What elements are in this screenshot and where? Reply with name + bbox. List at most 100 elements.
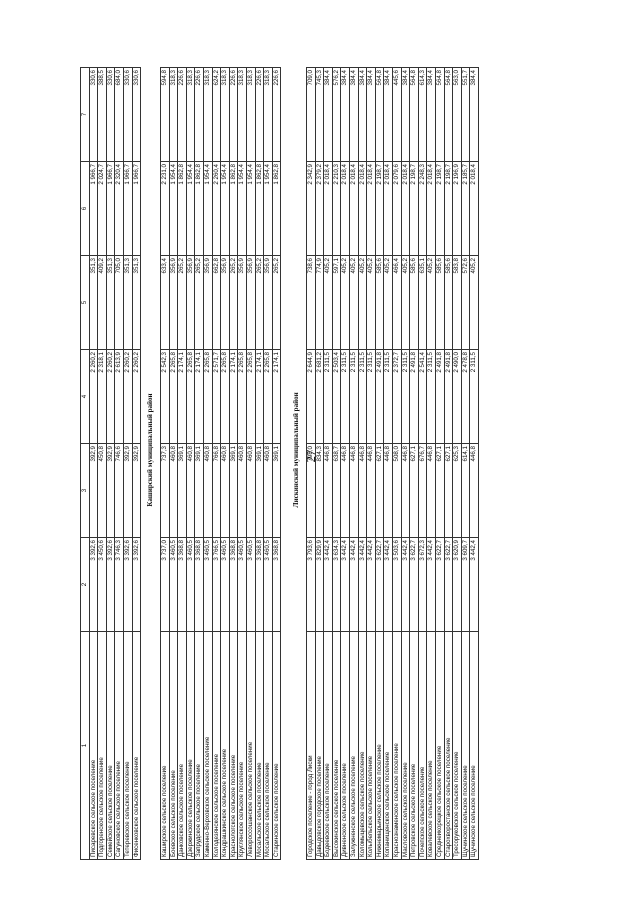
value-cell: 369,1 <box>255 443 264 538</box>
value-cell: 2 260,2 <box>106 349 115 444</box>
settlement-name-cell: Дивненское сельское поселение <box>340 631 350 860</box>
value-cell: 3 442,4 <box>340 537 350 632</box>
settlement-name-cell: Колыбельское сельское поселение <box>366 631 376 860</box>
value-cell: 2 024,7 <box>97 161 107 256</box>
value-cell: 3 368,8 <box>255 537 264 632</box>
value-cell: 460,8 <box>237 443 247 538</box>
value-cell: 3 368,8 <box>177 537 187 632</box>
value-cell: 3 620,9 <box>452 537 462 632</box>
value-cell: 2 311,5 <box>401 349 410 444</box>
value-cell: 2 231,0 <box>160 161 170 256</box>
value-cell: 3 368,8 <box>194 537 204 632</box>
settlement-name-cell: Залужненское сельское поселение <box>349 631 359 860</box>
value-cell: 446,8 <box>349 443 359 538</box>
value-cell: 3 460,5 <box>246 537 256 632</box>
value-cell: 2 644,9 <box>306 349 316 444</box>
value-cell: 318,3 <box>220 67 230 162</box>
value-cell: 1 862,8 <box>177 161 187 256</box>
value-cell: 384,4 <box>426 67 436 162</box>
settlement-name-cell: Почепское сельское поселение <box>418 631 427 860</box>
value-cell: 614,3 <box>418 67 427 162</box>
value-cell: 3 450,6 <box>97 537 107 632</box>
value-cell: 392,9 <box>132 443 141 538</box>
value-cell: 738,6 <box>306 255 316 350</box>
value-cell: 746,6 <box>114 443 124 538</box>
header-cell: 1 <box>80 631 90 860</box>
settlement-name-cell: Боевское сельское поселение <box>169 631 178 860</box>
value-cell: 392,9 <box>89 443 98 538</box>
value-cell: 2 311,5 <box>323 349 333 444</box>
value-cell: 3 368,8 <box>229 537 238 632</box>
value-cell: 2 311,5 <box>366 349 376 444</box>
value-cell: 3 442,4 <box>323 537 333 632</box>
value-cell: 2 248,3 <box>418 161 427 256</box>
value-cell: 369,1 <box>229 443 238 538</box>
value-cell: 633,4 <box>160 255 170 350</box>
value-cell: 627,1 <box>409 443 419 538</box>
value-cell: 2 379,2 <box>315 161 324 256</box>
value-cell: 1 954,4 <box>186 161 195 256</box>
value-cell: 2 018,4 <box>366 161 376 256</box>
value-cell: 2 018,4 <box>340 161 350 256</box>
value-cell: 2 311,5 <box>358 349 367 444</box>
header-cell: 7 <box>80 67 90 162</box>
value-cell: 2 018,4 <box>323 161 333 256</box>
value-cell: 1 954,4 <box>263 161 273 256</box>
value-cell: 2 478,8 <box>461 349 470 444</box>
value-cell: 2 174,1 <box>229 349 238 444</box>
value-cell: 330,6 <box>106 67 115 162</box>
value-cell: 2 018,4 <box>469 161 479 256</box>
settlement-name-cell: Копанищенское сельское поселение <box>383 631 393 860</box>
value-cell: 737,3 <box>160 443 170 538</box>
settlement-name-cell: Круглянское сельское поселение <box>237 631 247 860</box>
value-cell: 2 210,3 <box>332 161 341 256</box>
value-cell: 265,2 <box>229 255 238 350</box>
value-cell: 405,2 <box>401 255 410 350</box>
settlement-name-cell: Петровское сельское поселение <box>409 631 419 860</box>
value-cell: 627,1 <box>444 443 453 538</box>
value-cell: 384,4 <box>323 67 333 162</box>
value-cell: 226,6 <box>177 67 187 162</box>
value-cell: 405,2 <box>426 255 436 350</box>
value-cell: 2 311,5 <box>469 349 479 444</box>
value-cell: 2 571,7 <box>212 349 221 444</box>
value-cell: 384,4 <box>383 67 393 162</box>
value-cell: 2 174,1 <box>272 349 281 444</box>
value-cell: 624,2 <box>212 67 221 162</box>
value-cell: 356,9 <box>263 255 273 350</box>
settlement-name-cell: Семейское сельское поселение <box>106 631 115 860</box>
value-cell: 460,8 <box>169 443 178 538</box>
value-cell: 594,8 <box>160 67 170 162</box>
value-cell: 2 311,5 <box>340 349 350 444</box>
settlement-name-cell: Щучинское сельское поселение <box>461 631 470 860</box>
value-cell: 2 311,5 <box>349 349 359 444</box>
value-cell: 2 318,1 <box>97 349 107 444</box>
value-cell: 635,1 <box>418 255 427 350</box>
section-title-kashira: Каширский муниципальный район <box>146 393 154 507</box>
value-cell: 405,2 <box>358 255 367 350</box>
settlement-name-cell: Колодезянское сельское поселение <box>212 631 221 860</box>
value-cell: 585,6 <box>409 255 419 350</box>
value-cell: 1 862,8 <box>272 161 281 256</box>
value-cell: 614,1 <box>461 443 470 538</box>
settlement-name-cell: Тетеревское сельское поселение <box>123 631 133 860</box>
value-cell: 1 966,7 <box>89 161 98 256</box>
value-cell: 3 442,4 <box>366 537 376 632</box>
value-cell: 2 613,9 <box>114 349 124 444</box>
value-cell: 351,3 <box>89 255 98 350</box>
value-cell: 3 460,5 <box>169 537 178 632</box>
value-cell: 2 079,6 <box>392 161 402 256</box>
